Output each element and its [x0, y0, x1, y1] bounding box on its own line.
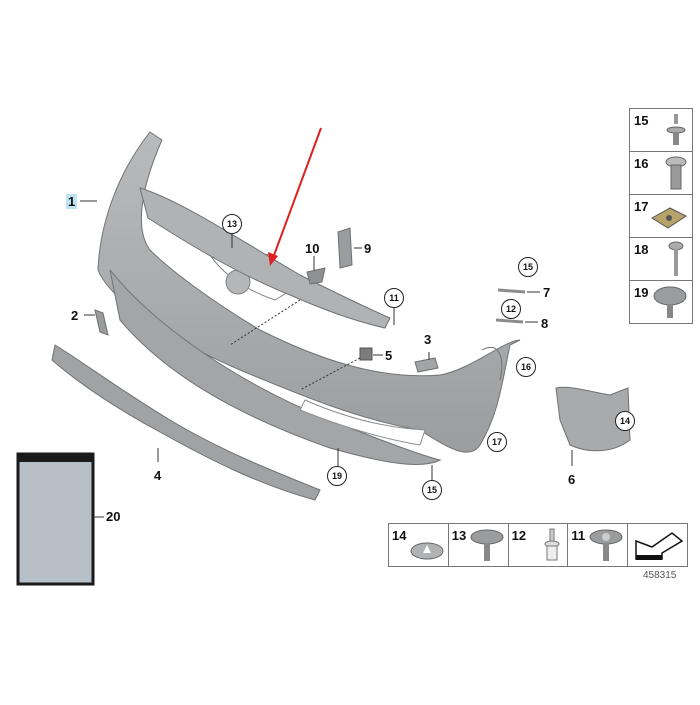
part-7-shape [497, 288, 526, 294]
legend-number: 15 [634, 113, 649, 128]
diagram-number: 458315 [643, 570, 677, 581]
legend-item-13[interactable]: 13 [449, 524, 509, 566]
expanding-rivet-icon [653, 286, 687, 318]
callout-10[interactable]: 10 [305, 241, 320, 256]
legend-item-19[interactable]: 19 [630, 281, 692, 323]
part-20-sealant-bag [16, 452, 95, 586]
legend-item-16[interactable]: 16 [630, 152, 692, 195]
legend-item-15[interactable]: 15 [630, 109, 692, 152]
part-5-shape [359, 347, 373, 361]
part-3-shape [414, 357, 439, 373]
bolt-with-washer-icon [666, 114, 686, 145]
legend-number: 19 [634, 285, 649, 300]
legend-number: 13 [451, 528, 467, 543]
callout-1[interactable]: 1 [66, 194, 78, 209]
callout-4[interactable]: 4 [154, 468, 162, 483]
callout-circled-12[interactable]: 12 [501, 299, 521, 319]
fastener-legend-horizontal: 14 13 12 11 [388, 523, 688, 567]
callout-7[interactable]: 7 [543, 285, 551, 300]
callout-circled-16[interactable]: 16 [516, 357, 536, 377]
callout-9[interactable]: 9 [364, 241, 372, 256]
legend-item-11[interactable]: 11 [568, 524, 629, 566]
callout-circled-13[interactable]: 13 [222, 214, 242, 234]
legend-item-18[interactable]: 18 [630, 238, 692, 281]
legend-number: 16 [634, 156, 649, 171]
part-2-shape [94, 309, 109, 336]
callout-circled-15-bottom[interactable]: 15 [422, 480, 442, 500]
legend-item-17[interactable]: 17 [630, 195, 692, 238]
legend-item-12[interactable]: 12 [509, 524, 569, 566]
callout-5[interactable]: 5 [385, 348, 393, 363]
callout-6[interactable]: 6 [568, 472, 576, 487]
callout-3[interactable]: 3 [424, 332, 432, 347]
legend-number: 14 [392, 528, 407, 543]
hex-bolt-icon [668, 241, 684, 276]
legend-direction-arrow[interactable] [628, 524, 687, 566]
spring-nut-icon [410, 542, 444, 560]
plastic-rivet-icon [544, 528, 560, 561]
callout-8[interactable]: 8 [541, 316, 549, 331]
part-6-bracket [555, 386, 631, 452]
part-10-shape [306, 267, 326, 285]
legend-number: 18 [634, 242, 649, 257]
callout-circled-11[interactable]: 11 [384, 288, 404, 308]
part-9-shape [337, 227, 353, 269]
legend-item-14[interactable]: 14 [389, 524, 449, 566]
legend-number: 12 [511, 528, 527, 543]
leader-lines [80, 200, 573, 518]
legend-number: 17 [634, 199, 649, 214]
legend-number: 11 [571, 528, 586, 543]
callout-circled-17[interactable]: 17 [487, 432, 507, 452]
collar-screw-icon [665, 156, 687, 190]
flange-screw-icon [589, 529, 623, 561]
clip-nut-icon [651, 207, 687, 229]
fastener-legend-vertical: 15 16 17 18 19 [629, 108, 693, 324]
callout-20[interactable]: 20 [106, 509, 121, 524]
lower-grille-part [51, 344, 321, 501]
part-8-shape [495, 318, 524, 324]
callout-circled-19[interactable]: 19 [327, 466, 347, 486]
direction-arrow-icon [635, 532, 684, 560]
upper-trim-part [139, 187, 391, 329]
red-pointer-arrow [268, 127, 322, 266]
callout-circled-15-top[interactable]: 15 [518, 257, 538, 277]
washer-screw-icon [470, 529, 504, 561]
callout-2[interactable]: 2 [71, 308, 79, 323]
callout-circled-14[interactable]: 14 [615, 411, 635, 431]
